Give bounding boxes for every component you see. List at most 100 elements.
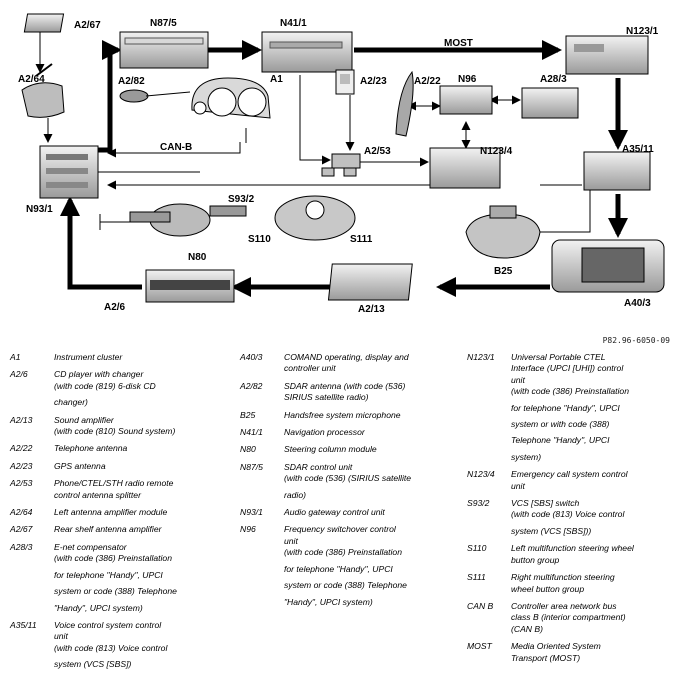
component-b25: [465, 205, 541, 259]
component-n41-1: [261, 31, 353, 73]
legend-line: Transport (MOST): [511, 652, 581, 663]
legend-line: Left multifunction steering wheel: [511, 543, 634, 554]
legend-line: wheel button group: [511, 583, 585, 594]
label-can-b: CAN-B: [160, 142, 192, 153]
legend-line: SDAR control unit: [284, 461, 353, 472]
legend-code: N87/5: [240, 461, 263, 472]
legend-code: A2/53: [10, 478, 33, 489]
legend-line: changer): [54, 397, 88, 408]
label-a2-6: A2/6: [104, 302, 126, 313]
legend-line: Sound amplifier: [54, 414, 114, 425]
legend-line: button group: [511, 554, 560, 565]
legend-line: Navigation processor: [284, 427, 365, 438]
legend-code: S110: [467, 543, 487, 554]
thin-wiring: [35, 32, 591, 233]
legend-line: (with code (536) (SIRIUS satellite: [284, 473, 412, 484]
legend-line: Interface (UPCI [UHI]) control: [511, 363, 624, 374]
label-n87-5: N87/5: [150, 18, 177, 29]
legend-entry: N41/1 Navigation processor: [240, 427, 462, 438]
legend-description: E-net compensator(with code (386) Preins…: [54, 542, 232, 614]
legend-line: Right multifunction steering: [511, 572, 615, 583]
legend-line: Universal Portable CTEL: [511, 352, 606, 362]
label-most: MOST: [444, 38, 473, 49]
legend-line: system (VCS [SBS])): [511, 525, 592, 536]
legend-code: MOST: [467, 641, 492, 652]
label-a35-11: A35/11: [622, 144, 654, 155]
label-b25: B25: [494, 266, 513, 277]
legend-code: N93/1: [240, 507, 263, 518]
legend-code: N80: [240, 444, 256, 455]
legend-code: A1: [10, 352, 21, 362]
legend-line: (with code (386) Preinstallation: [284, 547, 402, 558]
legend-description: GPS antenna: [54, 461, 232, 472]
component-a28-3: [521, 87, 579, 119]
label-n80: N80: [188, 252, 207, 263]
legend-line: for telephone "Handy", UPCI: [54, 569, 163, 580]
legend-line: Telephone "Handy", UPCI: [511, 435, 610, 446]
legend-line: (CAN B): [511, 623, 543, 634]
legend-line: (with code (813) Voice control: [54, 642, 168, 653]
reference-number: P82.96-6050-09: [602, 336, 670, 345]
component-a2-6: [145, 269, 235, 303]
legend-line: Emergency call system control: [511, 469, 628, 480]
component-a35-11: [583, 151, 651, 191]
legend-entry: N87/5 SDAR control unit(with code (536) (…: [240, 462, 462, 501]
legend-line: CD player with changer: [54, 369, 144, 380]
most-arrow-n93-n87: [70, 40, 122, 153]
label-a28-3: A28/3: [540, 74, 567, 85]
legend-line: control antenna splitter: [54, 489, 141, 500]
legend-line: (with code (813) Voice control: [511, 509, 625, 520]
legend-description: SDAR antenna (with code (536)SIRIUS sate…: [284, 381, 462, 404]
component-n96: [439, 85, 493, 115]
legend-code: N41/1: [240, 427, 263, 438]
legend-description: Navigation processor: [284, 427, 462, 438]
legend-code: A35/11: [10, 619, 37, 630]
legend-line: unit: [54, 631, 68, 642]
legend-description: Sound amplifier(with code (810) Sound sy…: [54, 415, 232, 438]
legend-line: class B (interior compartment): [511, 612, 626, 623]
component-a2-64: [21, 63, 65, 118]
component-a2-23: [335, 69, 355, 95]
most-arrow-a26-n93: [60, 196, 142, 290]
legend-code: A2/67: [10, 524, 33, 535]
label-s110: S110: [248, 234, 271, 245]
legend-code: N123/4: [467, 469, 495, 480]
legend-code: N96: [240, 524, 256, 535]
label-a2-23: A2/23: [360, 76, 387, 87]
label-a2-13: A2/13: [358, 304, 385, 315]
legend-line: (with code (386) Preinstallation: [54, 553, 172, 564]
legend-description: Rear shelf antenna amplifier: [54, 524, 232, 535]
legend-line: for telephone "Handy", UPCI: [284, 563, 393, 574]
legend-line: (with code (819) 6-disk CD: [54, 380, 156, 391]
legend-line: Frequency switchover control: [284, 524, 396, 535]
legend-line: COMAND operating, display and: [284, 352, 409, 362]
legend-code: A2/82: [240, 380, 263, 391]
legend-description: Steering column module: [284, 444, 462, 455]
legend-line: controller unit: [284, 363, 336, 374]
legend-line: Telephone antenna: [54, 443, 128, 454]
legend-line: unit: [284, 535, 298, 546]
label-n93-1: N93/1: [26, 204, 53, 215]
label-n123-4: N123/4: [480, 146, 513, 157]
label-n96: N96: [458, 74, 477, 85]
legend-code: A2/6: [10, 369, 28, 380]
legend-line: Left antenna amplifier module: [54, 507, 168, 518]
legend-line: radio): [284, 489, 306, 500]
legend-line: (with code (386) Preinstallation: [511, 386, 629, 397]
legend-line: unit: [511, 480, 525, 491]
legend-line: SDAR antenna (with code (536): [284, 380, 406, 391]
